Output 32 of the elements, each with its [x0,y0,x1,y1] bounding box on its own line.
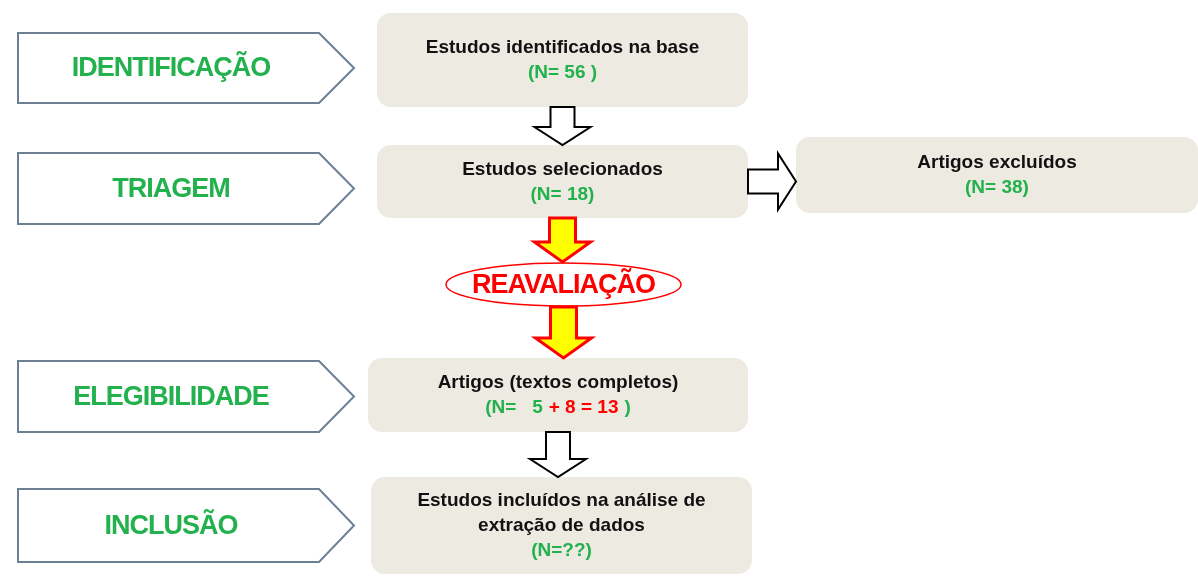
stage-label: REAVALIAÇÃO [472,267,655,301]
count-text: ) [624,395,631,419]
stage-label: IDENTIFICAÇÃO [71,50,271,85]
box-text: Estudos selecionados [462,156,663,181]
box-text: Artigos excluídos [917,150,1077,175]
process-box [377,13,748,107]
stage-arrow-box [17,488,355,563]
block-arrow [530,305,597,360]
block-arrow [529,216,596,264]
stage-label: TRIAGEM [112,171,230,205]
box-text: Artigos (textos completos) [437,370,679,395]
count-text: + 8 = 13 [548,395,619,419]
block-arrow [526,431,590,479]
process-box [371,477,752,574]
count-text: (N= 18) [530,181,595,206]
count-text: (N= 38) [965,175,1029,199]
box-text: Estudos identificados na base [425,35,700,60]
process-box [796,137,1198,213]
count-text: (N=??) [531,537,592,562]
block-arrow [531,106,594,147]
stage-label: ELEGIBILIDADE [73,379,269,413]
stage-arrow-box [17,152,355,225]
ellipse-node [445,262,682,307]
process-box [377,145,748,218]
block-arrow [747,150,798,213]
count-text: (N= 5 [485,395,543,419]
stage-label: INCLUSÃO [104,508,238,542]
stage-arrow-box [17,360,355,433]
count-text: (N= 56 ) [527,60,598,84]
process-box [368,358,748,432]
stage-arrow-box [17,32,355,104]
box-text: Estudos incluídos na análise de extração de dados [416,488,707,538]
